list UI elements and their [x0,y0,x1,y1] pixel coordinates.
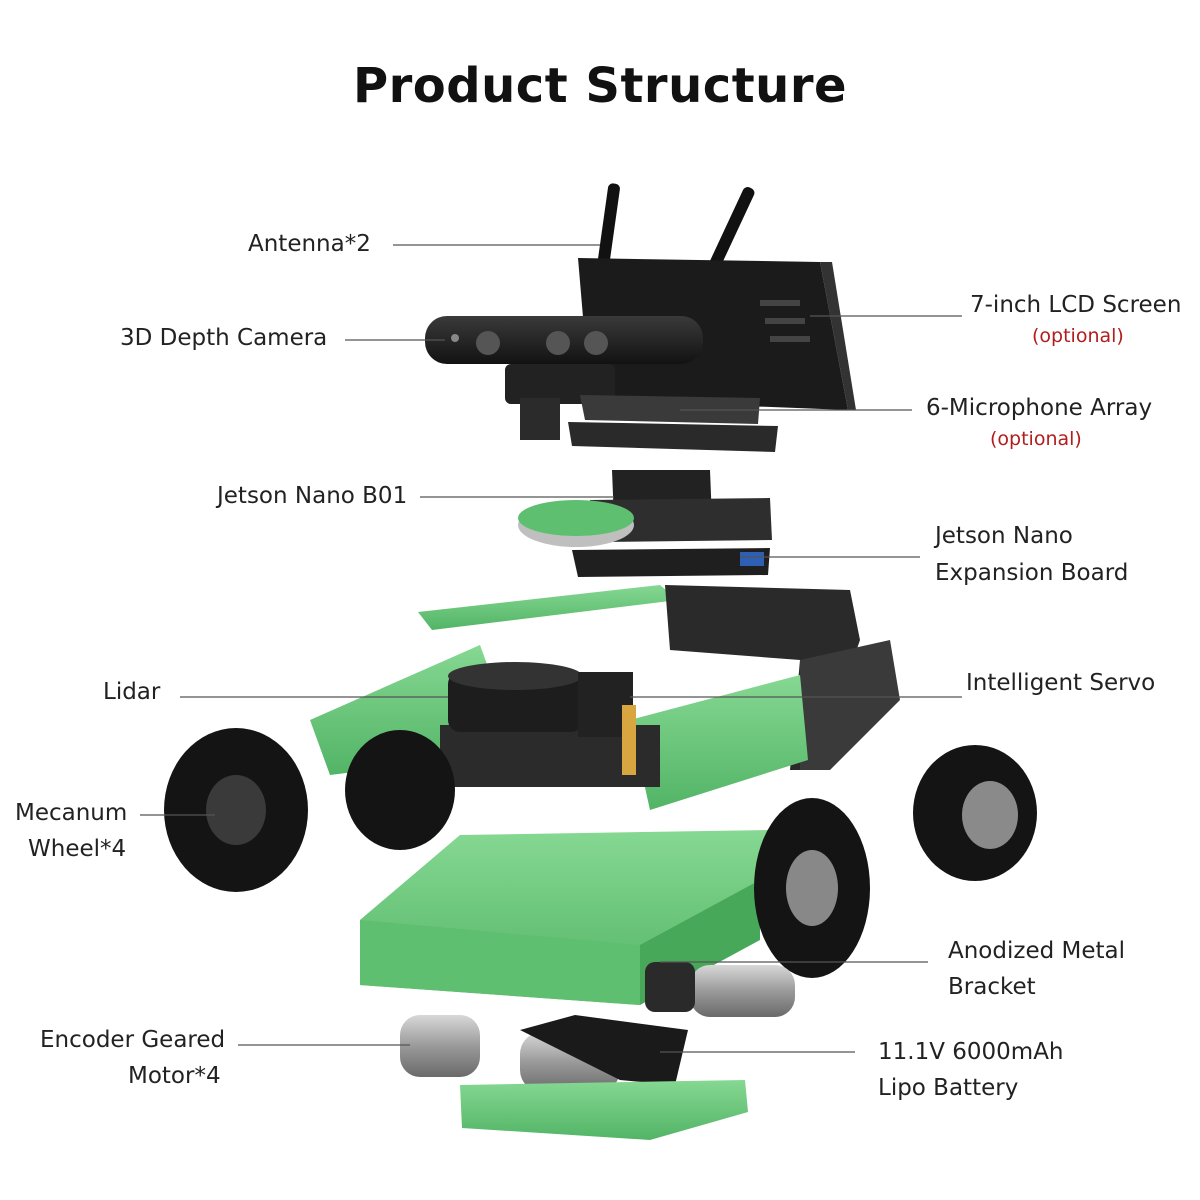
label-mecanum-wheel-line1: Mecanum [15,800,128,826]
label-depth-camera: 3D Depth Camera [120,325,328,351]
label-microphone-array: 6-Microphone Array [926,395,1153,421]
microphone-array-part [568,395,778,452]
mecanum-wheel-part [164,728,1037,978]
label-jetson-nano: Jetson Nano B01 [217,483,408,509]
label-metal-bracket-line1: Anodized Metal [948,938,1126,964]
label-lcd-optional: (optional) [1032,325,1124,347]
page-title: Product Structure [352,58,848,114]
lidar-part [440,662,660,787]
battery-part [460,1015,748,1140]
label-battery-line2: Lipo Battery [878,1075,1019,1101]
label-lidar: Lidar [103,679,161,705]
lcd-screen-part [578,258,856,410]
jetson-nano-part [518,470,772,577]
label-expansion-board-line2: Expansion Board [935,560,1129,586]
label-geared-motor-line1: Encoder Geared [40,1027,226,1053]
label-metal-bracket-line2: Bracket [948,974,1036,1000]
label-antenna: Antenna*2 [248,231,371,257]
label-battery-line1: 11.1V 6000mAh [878,1039,1064,1065]
label-mecanum-wheel-line2: Wheel*4 [28,836,127,862]
label-microphone-optional: (optional) [990,428,1082,450]
label-geared-motor-line2: Motor*4 [128,1063,221,1089]
label-intelligent-servo: Intelligent Servo [966,670,1156,696]
leader-lines [140,244,962,1053]
depth-camera-part [425,316,703,440]
label-lcd-screen: 7-inch LCD Screen [970,292,1182,318]
label-expansion-board-line1: Jetson Nano [935,523,1073,549]
